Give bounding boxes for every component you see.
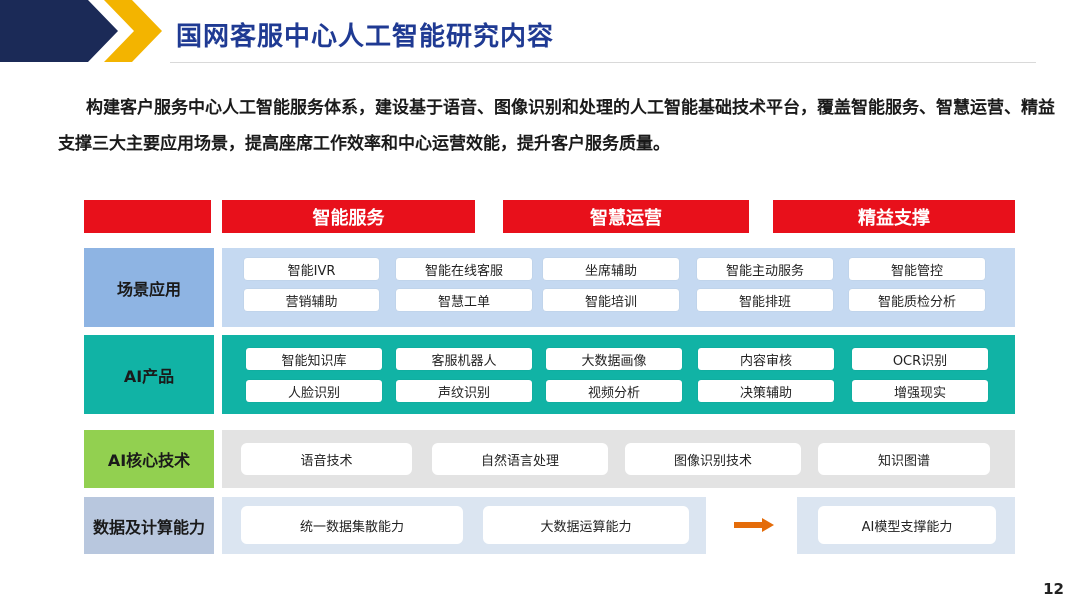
- header-divider: [170, 62, 1036, 63]
- scenario-item: 坐席辅助: [543, 258, 679, 280]
- page-title: 国网客服中心人工智能研究内容: [176, 22, 555, 52]
- scenario-item: 智能IVR: [244, 258, 379, 280]
- data-compute-item: 大数据运算能力: [483, 506, 689, 544]
- ai-product-item: OCR识别: [852, 348, 988, 370]
- ai-product-item: 视频分析: [546, 380, 682, 402]
- scenario-item: 营销辅助: [244, 289, 379, 311]
- intro-paragraph: 构建客户服务中心人工智能服务体系，建设基于语音、图像识别和处理的人工智能基础技术…: [58, 98, 1055, 154]
- ai-product-item: 大数据画像: [546, 348, 682, 370]
- scenario-item: 智能在线客服: [396, 258, 532, 280]
- row-panel-scenario: 智能IVR 智能在线客服 坐席辅助 智能主动服务 智能管控 营销辅助 智慧工单 …: [222, 248, 1015, 327]
- ai-product-item: 人脸识别: [246, 380, 382, 402]
- header-navy-chevron: [0, 0, 118, 62]
- category-smart-operation: 智慧运营: [503, 200, 749, 233]
- row-panel-ai-core: 语音技术 自然语言处理 图像识别技术 知识图谱: [222, 430, 1015, 488]
- ai-product-item: 增强现实: [852, 380, 988, 402]
- ai-product-item: 声纹识别: [396, 380, 532, 402]
- scenario-item: 智能质检分析: [849, 289, 985, 311]
- ai-core-item: 知识图谱: [818, 443, 990, 475]
- scenario-item: 智慧工单: [396, 289, 532, 311]
- row-panel-ai-products: 智能知识库 客服机器人 大数据画像 内容审核 OCR识别 人脸识别 声纹识别 视…: [222, 335, 1015, 414]
- row-label-data-compute: 数据及计算能力: [84, 497, 214, 554]
- row-label-ai-products: AI产品: [84, 335, 214, 414]
- row-label-ai-core: AI核心技术: [84, 430, 214, 488]
- ai-product-item: 内容审核: [698, 348, 834, 370]
- row-panel-data-right: AI模型支撑能力: [797, 497, 1015, 554]
- data-compute-item: AI模型支撑能力: [818, 506, 996, 544]
- ai-product-item: 客服机器人: [396, 348, 532, 370]
- category-lean-support: 精益支撑: [773, 200, 1015, 233]
- row-panel-data-left: 统一数据集散能力 大数据运算能力: [222, 497, 706, 554]
- red-left-spacer: [84, 200, 211, 233]
- ai-core-item: 语音技术: [241, 443, 412, 475]
- ai-core-item: 图像识别技术: [625, 443, 801, 475]
- data-compute-item: 统一数据集散能力: [241, 506, 463, 544]
- page-number: 12: [1043, 580, 1064, 598]
- arrow-right-icon: [734, 518, 774, 532]
- scenario-item: 智能排班: [697, 289, 833, 311]
- scenario-item: 智能主动服务: [697, 258, 833, 280]
- scenario-item: 智能培训: [543, 289, 679, 311]
- ai-core-item: 自然语言处理: [432, 443, 608, 475]
- ai-product-item: 智能知识库: [246, 348, 382, 370]
- scenario-item: 智能管控: [849, 258, 985, 280]
- category-smart-service: 智能服务: [222, 200, 475, 233]
- ai-product-item: 决策辅助: [698, 380, 834, 402]
- row-label-scenario: 场景应用: [84, 248, 214, 327]
